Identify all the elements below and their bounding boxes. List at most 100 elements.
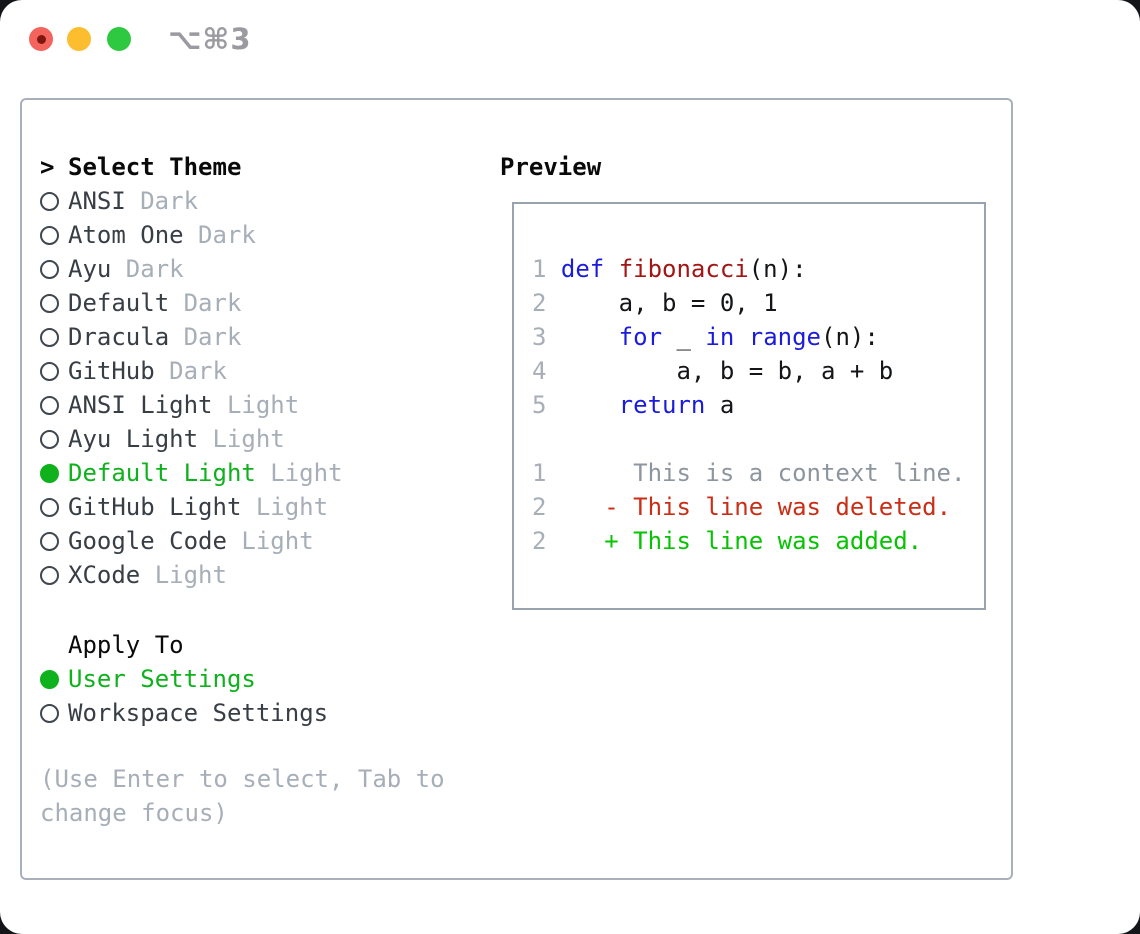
radio-unselected-icon[interactable] [40, 191, 59, 211]
code-segment: in [705, 323, 735, 351]
code-line: 1 This is a context line. [532, 456, 984, 490]
window-hotkey-label: ⌥⌘3 [168, 22, 252, 56]
radio-unselected-icon[interactable] [40, 225, 59, 245]
code-line: 3 for _ in range(n): [532, 320, 984, 354]
code-blank-line [532, 422, 984, 456]
theme-variant-label: Light [241, 527, 314, 555]
theme-option-label: ANSI [68, 187, 126, 215]
radio-unselected-icon[interactable] [40, 497, 59, 517]
code-segment: range [748, 323, 821, 351]
code-segment: + This line was added. [604, 527, 923, 555]
code-segment [561, 323, 619, 351]
hint-text-line2: change focus) [40, 799, 228, 827]
theme-option-dracula[interactable]: Dracula Dark [40, 320, 445, 354]
code-segment: fibonacci [618, 255, 749, 283]
theme-option-ayu[interactable]: Ayu Dark [40, 252, 445, 286]
apply-to-header: Apply To [40, 628, 445, 662]
code-segment: a, b = b, a + b [560, 357, 894, 385]
select-theme-header: > Select Theme [40, 150, 445, 184]
apply-option-workspace-settings[interactable]: Workspace Settings [40, 696, 445, 730]
theme-variant-label: Dark [198, 221, 256, 249]
code-segment: _ [662, 323, 706, 351]
theme-option-label: Ayu [68, 255, 112, 283]
line-number: 5 [532, 391, 547, 419]
theme-option-label: Dracula [68, 323, 170, 351]
code-segment [604, 255, 618, 283]
radio-unselected-icon[interactable] [40, 259, 59, 279]
line-number: 4 [532, 357, 547, 385]
unsaved-indicator-dot [36, 34, 46, 44]
preview-title: Preview [500, 153, 602, 181]
code-segment: return [618, 391, 706, 419]
line-number: 1 [532, 459, 547, 487]
prompt-caret-icon: > [40, 153, 55, 181]
theme-variant-label: Dark [183, 289, 242, 317]
theme-option-github[interactable]: GitHub Dark [40, 354, 445, 388]
code-line: 1 def fibonacci(n): [532, 252, 984, 286]
theme-option-atom-one[interactable]: Atom One Dark [40, 218, 445, 252]
theme-option-xcode[interactable]: XCode Light [40, 558, 445, 592]
hint-text-line1: (Use Enter to select, Tab to [40, 765, 445, 793]
theme-variant-label: Light [212, 425, 285, 453]
theme-option-label: GitHub Light [68, 493, 242, 521]
theme-option-github-light[interactable]: GitHub Light Light [40, 490, 445, 524]
minimize-button[interactable] [67, 27, 91, 51]
apply-option-user-settings[interactable]: User Settings [40, 662, 445, 696]
code-segment [561, 527, 604, 555]
radio-unselected-icon[interactable] [40, 429, 59, 449]
radio-unselected-icon[interactable] [40, 327, 59, 347]
theme-variant-label: Light [255, 493, 329, 521]
code-segment [561, 493, 604, 521]
code-segment [734, 323, 748, 351]
code-segment: for [618, 323, 663, 351]
theme-variant-label: Light [270, 459, 343, 487]
code-segment: a [705, 391, 735, 419]
code-segment [561, 391, 619, 419]
line-number: 3 [532, 323, 547, 351]
line-number: 2 [532, 289, 547, 317]
theme-option-label: Atom One [68, 221, 184, 249]
radio-unselected-icon[interactable] [40, 703, 59, 723]
radio-unselected-icon[interactable] [40, 361, 59, 381]
theme-variant-label: Dark [169, 357, 227, 385]
radio-unselected-icon[interactable] [40, 565, 59, 585]
select-theme-title: Select Theme [68, 153, 242, 181]
theme-variant-label: Dark [125, 255, 184, 283]
theme-option-label: Default Light [68, 459, 256, 487]
line-number: 2 [532, 527, 547, 555]
radio-selected-icon[interactable] [40, 669, 59, 689]
theme-option-label: XCode [68, 561, 141, 589]
code-line: 5 return a [532, 388, 984, 422]
radio-unselected-icon[interactable] [40, 395, 59, 415]
code-segment: This is a context line. [560, 459, 966, 487]
code-segment: def [560, 255, 605, 283]
theme-option-default-light[interactable]: Default Light Light [40, 456, 445, 490]
code-segment: (n): [821, 323, 879, 351]
code-line: 2 - This line was deleted. [532, 490, 984, 524]
theme-option-default[interactable]: Default Dark [40, 286, 445, 320]
theme-variant-label: Dark [183, 323, 242, 351]
code-line: 2 + This line was added. [532, 524, 984, 558]
theme-option-label: Ayu Light [68, 425, 199, 453]
theme-option-label: Default [68, 289, 170, 317]
theme-option-label: GitHub [68, 357, 155, 385]
theme-variant-label: Light [154, 561, 227, 589]
close-button[interactable] [29, 27, 53, 51]
radio-unselected-icon[interactable] [40, 531, 59, 551]
code-segment: (n): [748, 255, 807, 283]
line-number: 1 [532, 255, 547, 283]
radio-unselected-icon[interactable] [40, 293, 59, 313]
theme-option-ayu-light[interactable]: Ayu Light Light [40, 422, 445, 456]
apply-to-title: Apply To [68, 631, 184, 659]
code-line: 2 a, b = 0, 1 [532, 286, 984, 320]
maximize-button[interactable] [107, 27, 131, 51]
radio-selected-icon[interactable] [40, 463, 59, 483]
